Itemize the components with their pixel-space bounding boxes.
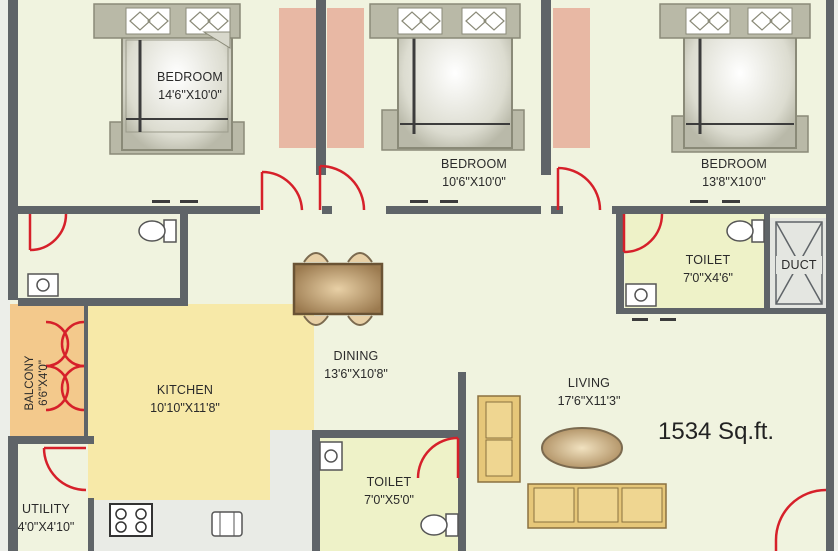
balcony-name: BALCONY <box>24 355 36 411</box>
hob-and-sink <box>109 503 243 537</box>
dining-label: DINING 13'6"X10'8" <box>306 347 406 383</box>
balcony-label: BALCONY 6'6"X4'0" <box>10 340 64 426</box>
bedside-lamp-marks <box>152 200 740 321</box>
total-area: 1534 Sq.ft. <box>658 418 775 445</box>
wardrobe-2 <box>327 8 364 148</box>
toilet-2-label: TOILET 7'0"X5'0" <box>344 473 434 509</box>
bed-2 <box>369 3 525 151</box>
utility-dims: 4'0"X4'10" <box>17 520 75 534</box>
dining-dims: 13'6"X10'8" <box>324 367 388 381</box>
wardrobe-3 <box>553 8 590 148</box>
wardrobe-1 <box>279 8 316 148</box>
kitchen-label: KITCHEN 10'10"X11'8" <box>130 381 240 417</box>
bedroom-1-dims: 14'6"X10'0" <box>158 88 222 102</box>
living-name: LIVING <box>567 376 611 390</box>
bedroom-3-name: BEDROOM <box>701 157 767 171</box>
outer-margin-left <box>0 0 10 551</box>
bedroom-2-dims: 10'6"X10'0" <box>442 175 506 189</box>
utility-name: UTILITY <box>22 502 70 516</box>
door-swings <box>28 164 827 551</box>
sanitary-fixtures <box>27 219 765 537</box>
toilet-2-dims: 7'0"X5'0" <box>364 493 414 507</box>
toilet-1-name: TOILET <box>685 253 731 267</box>
balcony-dims: 6'6"X4'0" <box>38 360 50 406</box>
bedroom-3-label: BEDROOM 13'8"X10'0" <box>684 155 784 191</box>
utility-label: UTILITY 4'0"X4'10" <box>4 500 88 536</box>
duct-name: DUCT <box>781 258 817 272</box>
toilet-1-label: TOILET 7'0"X4'6" <box>666 251 750 287</box>
toilet-1-dims: 7'0"X4'6" <box>683 271 733 285</box>
bed-3 <box>659 3 811 153</box>
bedroom-1-name: BEDROOM <box>157 70 223 84</box>
living-label: LIVING 17'6"X11'3" <box>534 374 644 410</box>
bedroom-3-dims: 13'8"X10'0" <box>702 175 766 189</box>
walls <box>8 0 834 551</box>
kitchen-dims: 10'10"X11'8" <box>150 401 220 415</box>
bedroom-2-label: BEDROOM 10'6"X10'0" <box>424 155 524 191</box>
kitchen-counter-side <box>270 430 314 500</box>
toilet-2-name: TOILET <box>366 475 412 489</box>
dining-name: DINING <box>333 349 379 363</box>
living-dims: 17'6"X11'3" <box>557 394 621 408</box>
balcony-floor <box>8 304 88 438</box>
bed-1 <box>93 3 245 155</box>
bedroom-2-name: BEDROOM <box>441 157 507 171</box>
dining-table <box>292 252 384 326</box>
sofa-set <box>477 395 667 529</box>
duct-label: DUCT <box>776 256 822 274</box>
kitchen-name: KITCHEN <box>156 383 214 397</box>
bedroom-1-label: BEDROOM 14'6"X10'0" <box>140 68 240 104</box>
